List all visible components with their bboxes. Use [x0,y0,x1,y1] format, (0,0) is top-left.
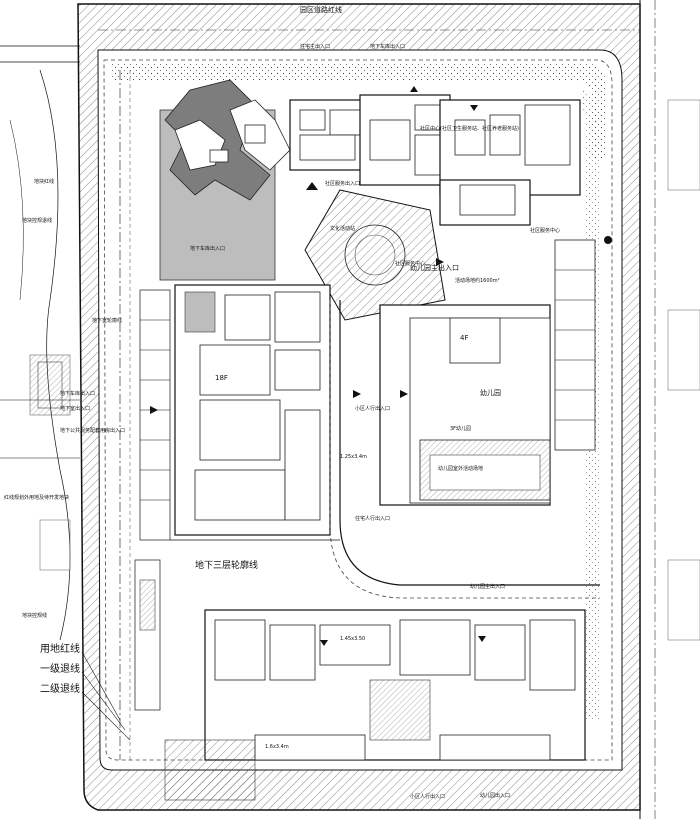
arrow-icon [400,390,408,398]
top-road-label: 园区道路红线 [300,5,342,14]
arrow-icon [436,258,444,266]
left-label-0: 地块红线 [34,178,54,185]
kindergarten-label: 幼儿园 [480,388,501,397]
community-center-label: 社区服务中心 [395,260,425,267]
arrow-icon [306,182,318,190]
entry-label-4: 小区人行出入口 [355,405,390,412]
right-context [639,0,700,819]
entry-label-8: 地下车库出入口 [370,43,405,50]
left-label-6: 地下公共服务配套用房出入口 [60,427,125,434]
left-label-7: 红线规划外用地及待开发地块 [4,494,69,501]
south-size-2: 1.45x3.50 [340,636,365,642]
entry-label-6: 幼儿园主出入口 [470,583,505,590]
south-size-1: 1.6x3.4m [265,744,289,750]
left-context [0,45,80,641]
kindergarten-block: 4F 幼儿园 3F幼儿园 幼儿园室外活动场地 活动场地约1600m² 幼儿园主出… [379,263,551,506]
left-label-1: 地块控规退线 [22,217,52,224]
west-building-floors: 18F [215,374,228,382]
setback-lines [98,29,640,760]
building-top-left [159,79,291,281]
kindergarten-playground-label: 活动场地约1600m² [455,277,500,284]
entry-label-2: 社区服务中心 [530,227,560,234]
left-annotations: 地块红线 地块控规退线 地下室轮廓线 地下车库出入口 地下室出入口 地下公共服务… [4,178,131,741]
left-label-10: 一级退线 [40,662,80,675]
entry-label-3: 地下车库出入口 [190,245,225,252]
bottom-left-corner [164,739,256,801]
underground3-label: 地下三层轮廓线 [195,559,258,571]
bottom-entry-note: 小区人行出入口 [410,793,445,800]
arrow-icon [470,105,478,111]
left-label-9: 用地红线 [40,642,80,655]
left-label-3: 地下车库出入口 [60,390,95,397]
building-west: 18F [174,284,331,536]
north-marker-icon [604,236,612,244]
culture-center-label: 文化活动站 [330,225,355,232]
underground-outline: 地下三层轮廓线 [170,300,600,599]
west-strip [134,289,171,711]
building-south: 1.6x3.4m 1.45x3.50 1.25x3.4m 小区人行出入口 [204,454,586,800]
arrow-icon [320,640,328,646]
kindergarten-floors: 4F [460,334,468,342]
kindergarten-entry-label: 幼儿园主出入口 [410,263,459,272]
building-top-middle [289,94,451,186]
entry-label-5: 住宅人行出入口 [355,515,390,522]
left-label-4: 地下室出入口 [60,405,90,412]
entry-label-7: 社区服务出入口 [325,180,360,187]
left-label-2: 地下室轮廓线 [92,317,122,324]
entry-label-0: 住宅主出入口 [300,43,330,50]
mid-size-3: 1.25x3.4m [340,454,367,460]
arrow-icon [478,636,486,642]
kindergarten-yard-label: 幼儿园室外活动场地 [438,465,483,472]
building-top-right [439,99,581,226]
community-zone-label: 社区中心(社区卫生服务站、社区养老服务站) [420,125,519,132]
central-plaza: 文化活动站 社区服务中心 [304,189,446,321]
entry-annotations: 住宅主出入口 地下车库出入口 社区服务中心 地下车库出入口 社区服务出入口 住宅… [190,43,560,799]
entry-label-1: 幼儿园出入口 [480,792,510,799]
left-label-11: 二级退线 [40,682,80,695]
arrow-icon [150,406,158,414]
right-units [554,239,596,451]
kindergarten-area-label: 3F幼儿园 [450,425,471,432]
left-label-8: 地块控规线 [22,612,47,619]
arrow-icon [410,86,418,92]
arrow-icon [353,390,361,398]
entry-arrows [150,86,612,646]
